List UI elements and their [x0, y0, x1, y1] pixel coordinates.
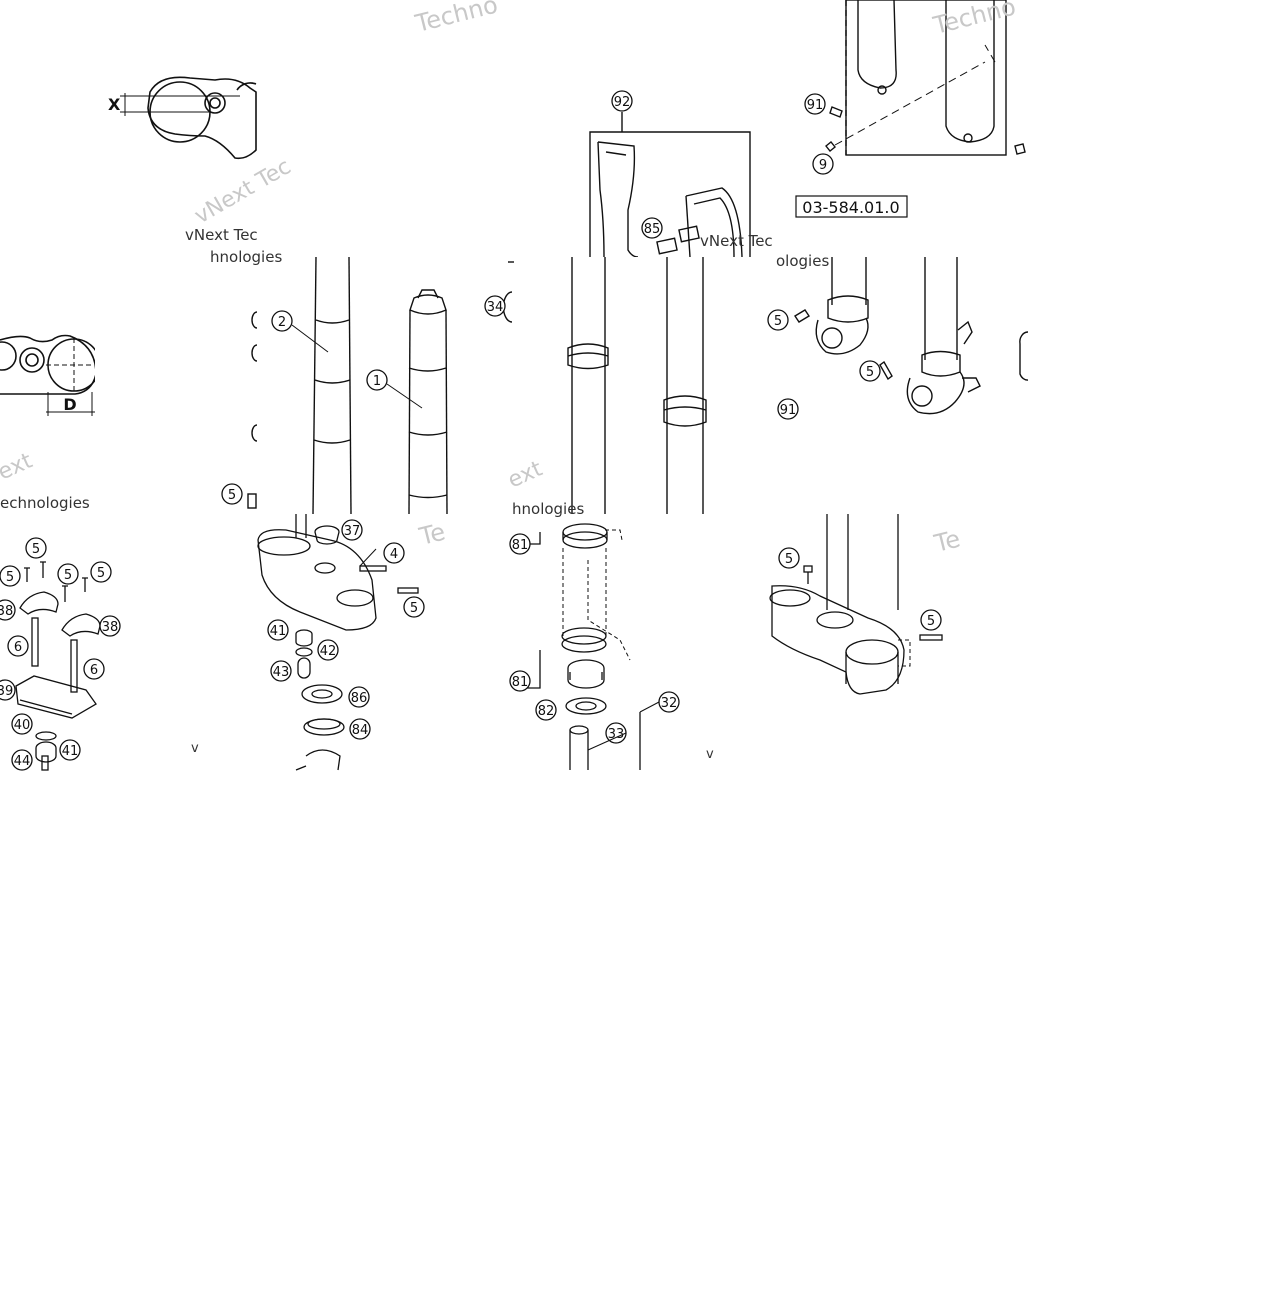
watermark-text: hnologies: [512, 500, 584, 518]
callout-5: 5: [774, 314, 782, 329]
callout-38: 38: [0, 604, 13, 619]
clamp-dimension-x: [120, 76, 257, 160]
callout-2: 2: [278, 315, 286, 330]
callout-32: 32: [661, 696, 678, 711]
callout-labels: 92 91 9 85 2 1 34 5 5 91 5 5 5 5 5 38 38…: [0, 95, 935, 769]
watermark-text: Techno: [930, 0, 1019, 40]
callout-5: 5: [32, 542, 40, 557]
watermark-text: ext: [0, 448, 37, 485]
callout-81: 81: [512, 675, 529, 690]
callout-92: 92: [614, 95, 631, 110]
callout-38: 38: [102, 620, 119, 635]
clamp-dimension-d: [0, 334, 95, 416]
callout-34: 34: [487, 300, 504, 315]
callout-44: 44: [14, 754, 31, 769]
part-number-box: [795, 195, 908, 218]
watermark-text: Te: [416, 518, 448, 552]
watermark-text: hnologies: [210, 248, 282, 266]
callout-9: 9: [819, 158, 827, 173]
callout-5: 5: [97, 566, 105, 581]
callout-5: 5: [228, 488, 236, 503]
part-number-label: 03-584.01.0: [802, 198, 899, 217]
watermark-text: Te: [931, 525, 963, 559]
handlebar-clamp-parts: [15, 561, 101, 771]
watermark-text: v: [706, 747, 714, 762]
callout-33: 33: [608, 727, 625, 742]
callout-41: 41: [62, 744, 79, 759]
callout-81: 81: [512, 538, 529, 553]
watermark-text: v: [191, 741, 199, 756]
callout-37: 37: [344, 524, 361, 539]
watermark-text: vNext Tec: [700, 232, 773, 250]
callout-41: 41: [270, 624, 287, 639]
callout-6: 6: [90, 663, 98, 678]
callout-82: 82: [538, 704, 555, 719]
callout-5: 5: [866, 365, 874, 380]
callout-91: 91: [807, 98, 824, 113]
watermark-layer: Techno Techno vNext Tec vNext Tec vNext …: [0, 0, 1019, 762]
callout-40: 40: [14, 718, 31, 733]
watermark-text: ologies: [776, 252, 829, 270]
triple-clamp-right: [769, 514, 943, 695]
dim-label-x: X: [108, 95, 121, 114]
callout-markers: [0, 90, 942, 771]
watermark-text: echnologies: [0, 494, 90, 512]
dim-label-d: D: [63, 395, 76, 414]
triple-clamp-parts: [257, 514, 419, 771]
callout-39: 39: [0, 684, 13, 699]
watermark-text: ext: [504, 456, 546, 493]
watermark-text: Techno: [412, 0, 501, 38]
callout-43: 43: [273, 665, 290, 680]
callout-84: 84: [352, 723, 369, 738]
callout-6: 6: [14, 640, 22, 655]
callout-5: 5: [785, 552, 793, 567]
watermark-text: vNext Tec: [191, 154, 296, 229]
callout-4: 4: [390, 547, 398, 562]
callout-42: 42: [320, 644, 337, 659]
watermark-text: vNext Tec: [185, 226, 258, 244]
callout-5: 5: [64, 568, 72, 583]
callout-5: 5: [410, 601, 418, 616]
steering-head-parts: [516, 523, 641, 770]
callout-5: 5: [927, 614, 935, 629]
callout-86: 86: [351, 691, 368, 706]
callout-85: 85: [644, 222, 661, 237]
callout-91: 91: [780, 403, 797, 418]
fork-tubes: [247, 256, 1029, 515]
callout-1: 1: [373, 374, 381, 389]
callout-5: 5: [6, 570, 14, 585]
callout-leaders: [291, 324, 660, 751]
fork-guard-assembly: [589, 0, 1026, 257]
